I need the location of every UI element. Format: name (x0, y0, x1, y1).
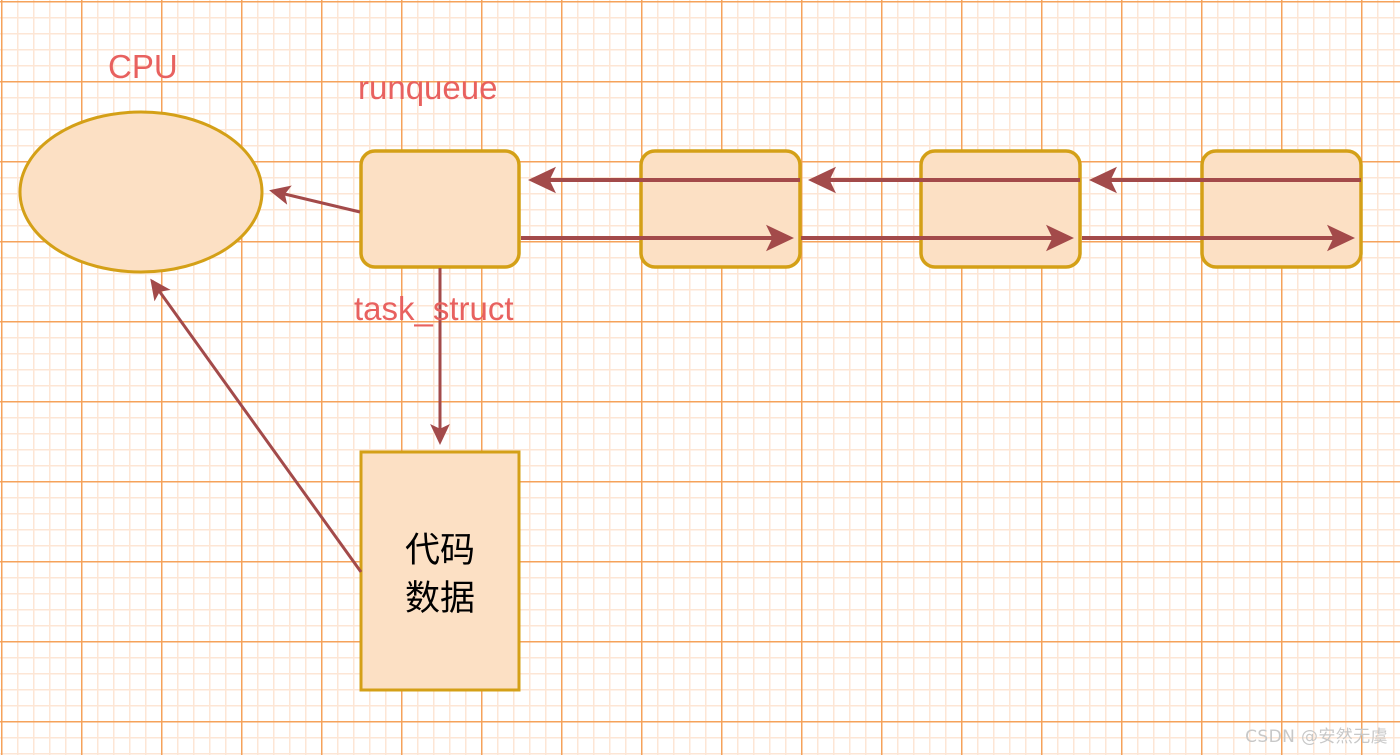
task-struct-node-1[interactable] (359, 149, 521, 269)
arrow-codedata-to-cpu (150, 278, 363, 573)
code-data-line-1: 代码 (404, 531, 475, 571)
csdn-watermark: CSDN @安然无虞 (1245, 727, 1388, 747)
cpu-label: CPU (108, 48, 178, 85)
task-struct-node-3[interactable] (919, 149, 1082, 269)
code-data-line-2: 数据 (404, 579, 475, 620)
task-struct-node-2[interactable] (639, 149, 802, 269)
arrow-node1-to-cpu (269, 185, 361, 214)
runqueue-label: runqueue (358, 69, 498, 106)
cpu-ellipse[interactable] (18, 110, 264, 274)
code-data-box[interactable] (359, 450, 521, 692)
code-data-text: 代码 数据 (362, 527, 518, 624)
task-struct-label: task_struct (354, 290, 514, 327)
task-struct-node-4[interactable] (1200, 149, 1363, 269)
